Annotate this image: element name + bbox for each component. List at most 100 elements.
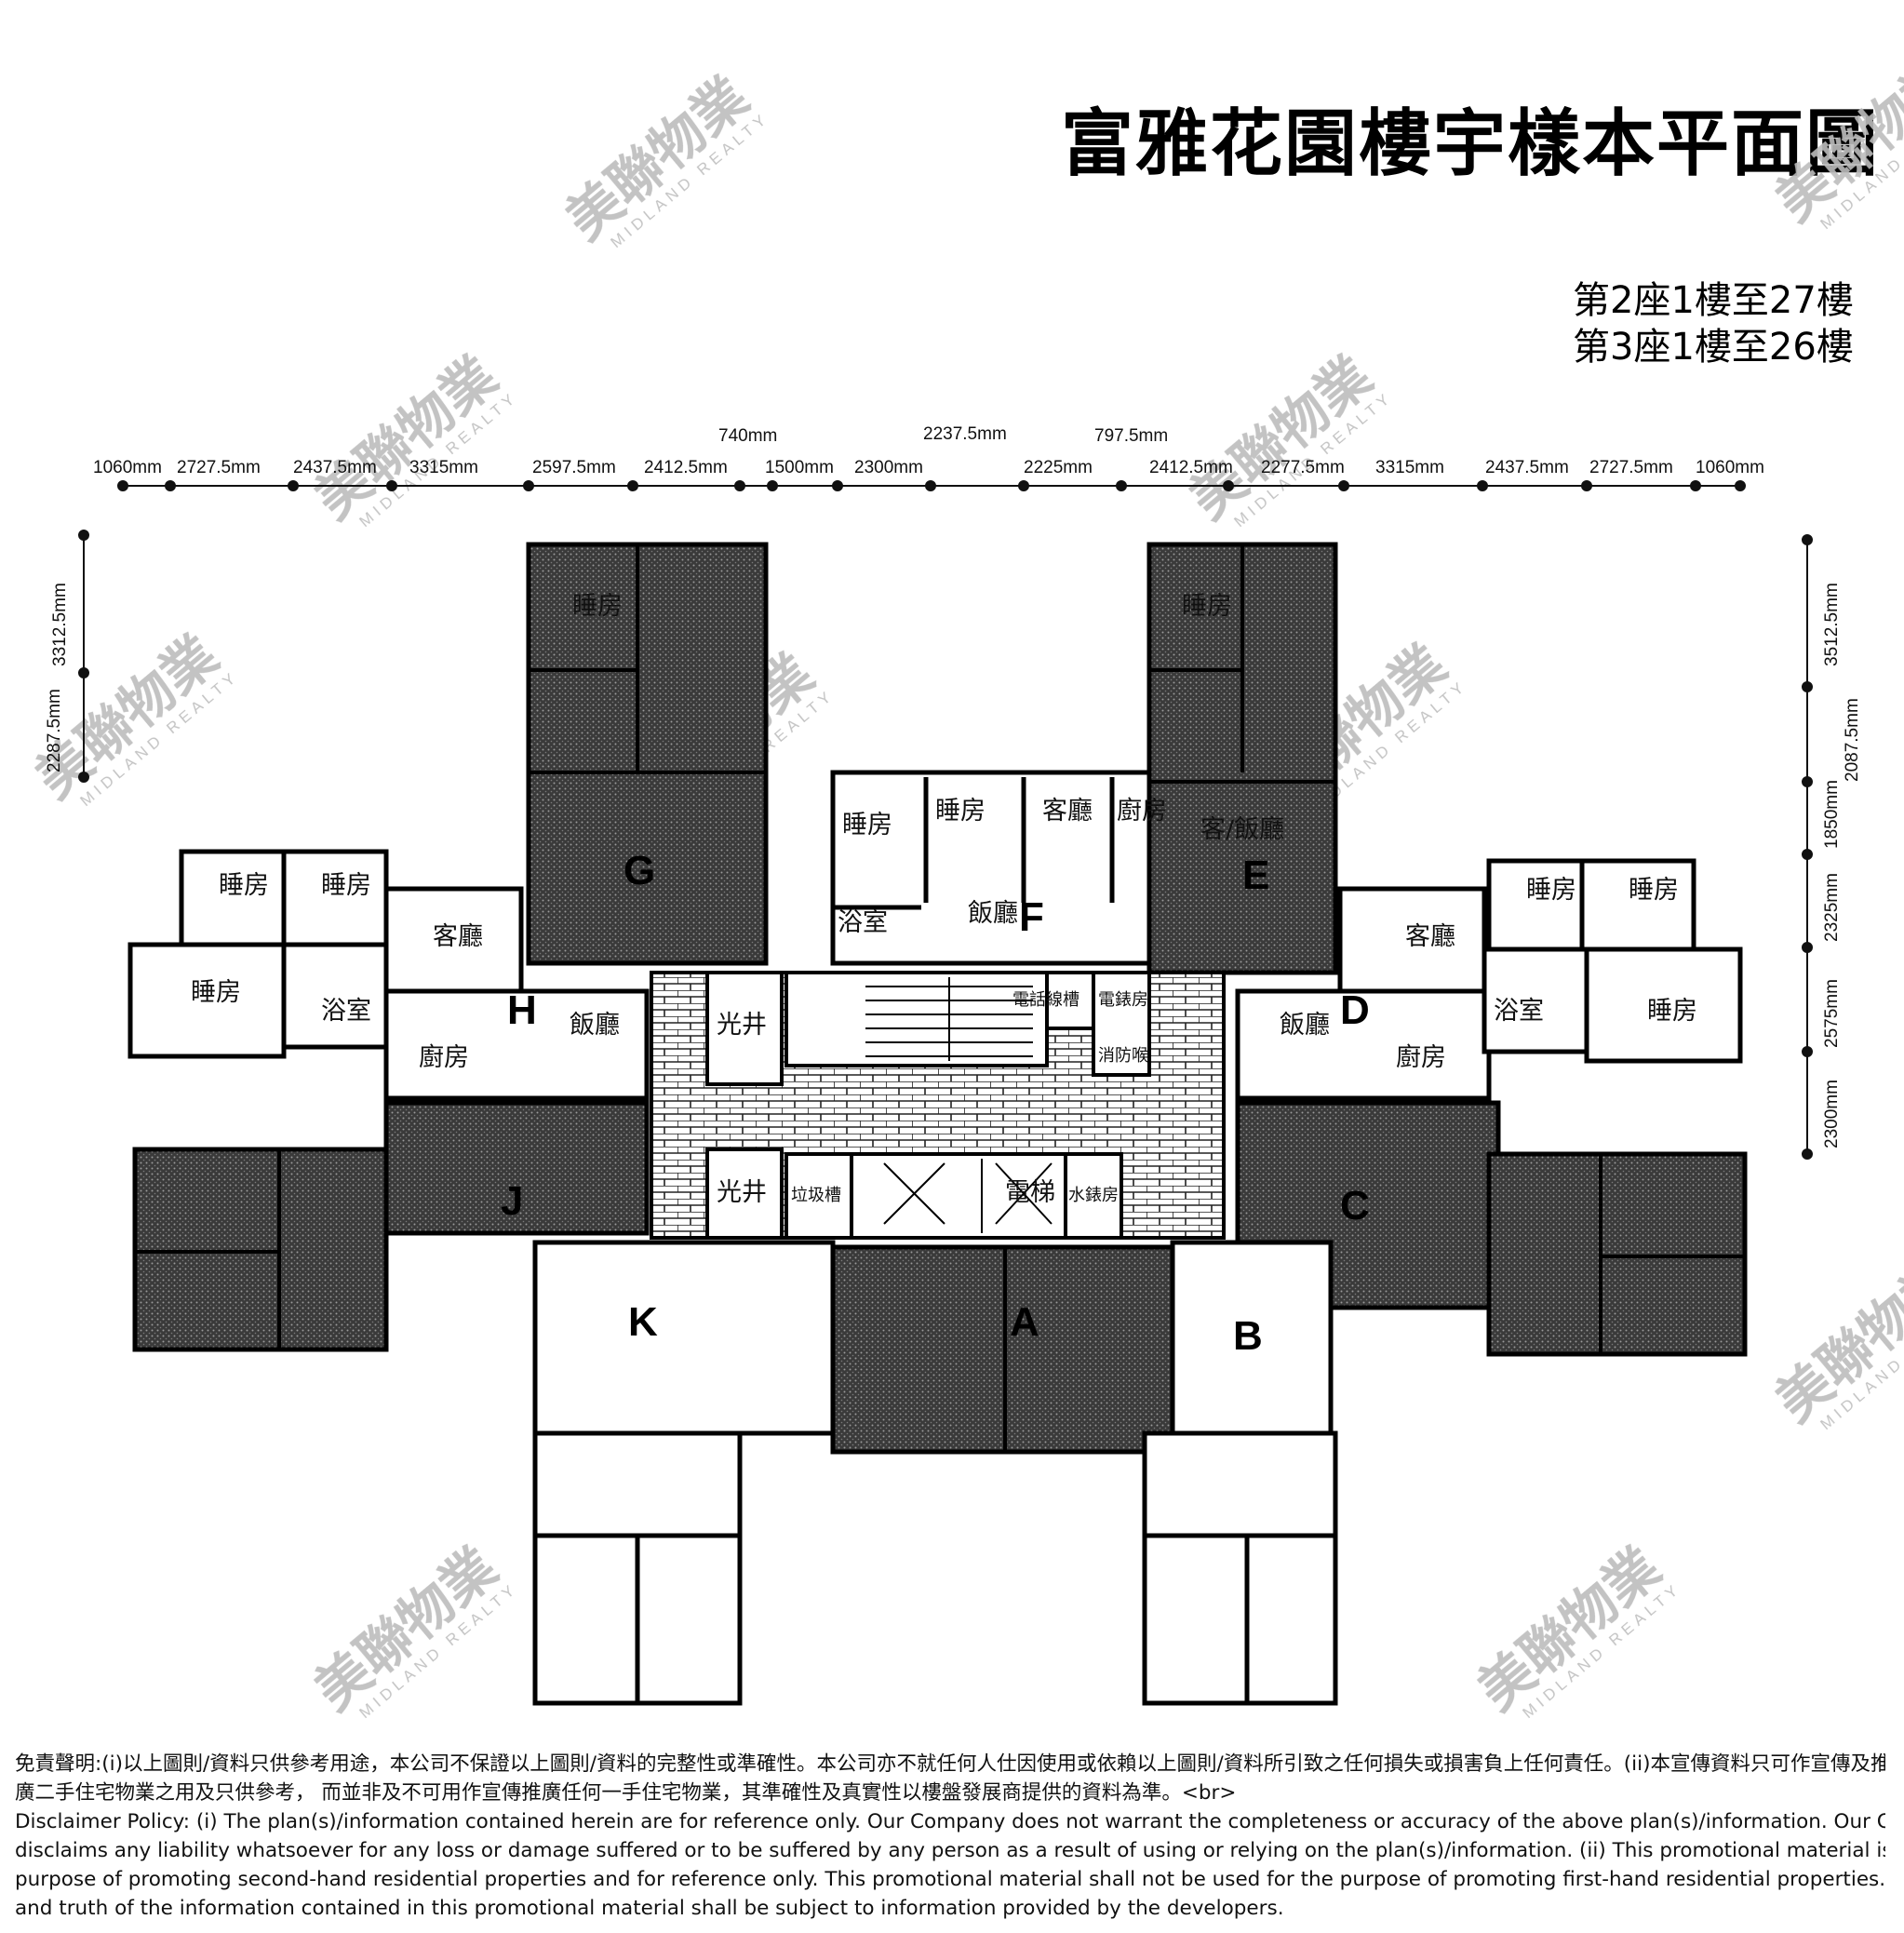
water-meter-room: [1064, 1152, 1123, 1240]
room-label: 客廳: [433, 922, 483, 951]
flat-label-A: A: [1010, 1299, 1039, 1345]
disclaimer-line: 廣二手住宅物業之用及只供參考， 而並非及不可用作宣傳推廣任何一手住宅物業，其準確…: [15, 1781, 1237, 1805]
dim-label: 1060mm: [93, 458, 162, 477]
room-label: 客廳: [1042, 797, 1093, 826]
disclaimer-line: Disclaimer Policy: (i) The plan(s)/infor…: [15, 1810, 1885, 1833]
disclaimer: 免責聲明:(i)以上圖則/資料只供參考用途，本公司不保證以上圖則/資料的完整性或…: [15, 1750, 1885, 1923]
white-units: [127, 770, 1743, 1706]
room-labels: 睡房 睡房 睡房 客廳 飯廳 廚房 浴室 睡房 睡房 客廳 廚房 飯廳 浴室 睡…: [191, 592, 1697, 1207]
dim-label: 2287.5mm: [45, 689, 64, 772]
unit-F-area: [830, 770, 1152, 966]
flat-label-B: B: [1233, 1313, 1263, 1359]
room-label: 光井: [717, 1011, 767, 1040]
dim-label: 2727.5mm: [1589, 458, 1673, 477]
dimension-right: [1802, 534, 1813, 1160]
disclaimer-line: 免責聲明:(i)以上圖則/資料只供參考用途，本公司不保證以上圖則/資料的完整性或…: [15, 1752, 1885, 1776]
dimension-top-labels: 1060mm 2727.5mm 2437.5mm 3315mm 2597.5mm…: [93, 424, 1764, 477]
unit-D-dining: [1235, 988, 1492, 1101]
dim-label: 2412.5mm: [644, 458, 728, 477]
flat-label-F: F: [1019, 894, 1044, 940]
staircase: [784, 971, 1049, 1067]
unit-J-area: [383, 1100, 650, 1236]
refuse-chute-room: [784, 1152, 853, 1240]
dim-label: 2437.5mm: [293, 458, 377, 477]
room-label: 睡房: [1182, 592, 1232, 621]
block-floors-line-1: 第2座1樓至27樓: [1573, 279, 1854, 322]
watermark: 美聯物業 MIDLAND REALTY: [1177, 343, 1396, 530]
dim-label: 2412.5mm: [1149, 458, 1233, 477]
room-label: 睡房: [219, 871, 269, 900]
dim-label: 2277.5mm: [1261, 458, 1345, 477]
flat-label-K: K: [628, 1299, 658, 1345]
dim-label: 1500mm: [765, 458, 834, 477]
room-label: 光井: [717, 1178, 767, 1207]
watermark: 美聯物業 MIDLAND REALTY: [554, 64, 772, 251]
room-label: 垃圾槽: [791, 1186, 841, 1205]
light-well-top: [705, 971, 784, 1086]
room-label: 睡房: [1647, 997, 1697, 1026]
dim-label: 1060mm: [1696, 458, 1764, 477]
room-label: 飯廳: [968, 899, 1018, 928]
watermark: 美聯物業 MIDLAND REALTY: [1763, 46, 1904, 233]
unit-A-area: [830, 1244, 1175, 1455]
watermark: 美聯物業 MIDLAND REALTY: [302, 1535, 521, 1722]
dim-label: 2087.5mm: [1843, 698, 1862, 782]
dim-label: 2225mm: [1024, 458, 1093, 477]
room-label: 睡房: [935, 797, 986, 826]
disclaimer-line: purpose of promoting second-hand residen…: [15, 1868, 1885, 1891]
dim-label: 3315mm: [1375, 458, 1444, 477]
room-label: 睡房: [191, 978, 241, 1007]
room-label: 浴室: [321, 997, 371, 1026]
plan-title: 富雅花園樓宇樣本平面圖: [1061, 101, 1881, 186]
room-label: 浴室: [838, 908, 888, 937]
room-label: 廚房: [419, 1043, 469, 1072]
floor-plan-diagram: 美聯物業 MIDLAND REALTY 美聯物業 MIDLAND REALTY …: [23, 46, 1904, 1722]
room-label: 客/飯廳: [1200, 815, 1284, 844]
dim-label: 2437.5mm: [1485, 458, 1569, 477]
room-label: 電梯: [1005, 1178, 1055, 1207]
dim-label: 2300mm: [1822, 1080, 1842, 1148]
room-label: 睡房: [1526, 876, 1576, 905]
dim-label: 3312.5mm: [50, 583, 70, 666]
dim-label: 1850mm: [1822, 780, 1842, 849]
flat-label-E: E: [1242, 852, 1269, 898]
flat-label-H: H: [507, 987, 537, 1033]
room-label: 浴室: [1494, 997, 1544, 1026]
dim-label: 2237.5mm: [923, 424, 1007, 444]
room-label: 睡房: [572, 592, 623, 621]
flat-label-G: G: [623, 848, 655, 893]
flat-label-C: C: [1340, 1183, 1370, 1228]
unit-D-living: [1337, 886, 1487, 994]
lift-shafts: [883, 1159, 1053, 1233]
room-label: 廚房: [1396, 1043, 1446, 1072]
unit-right-C-wing: [1486, 1151, 1748, 1357]
dim-label: 2727.5mm: [177, 458, 261, 477]
dim-label: 797.5mm: [1094, 426, 1168, 446]
light-well-bottom: [705, 1148, 784, 1240]
room-label: 電話線槽: [1012, 990, 1079, 1010]
internal-walls: [135, 544, 1745, 1452]
dimension-top: [117, 480, 1746, 491]
room-label: 睡房: [842, 811, 892, 839]
room-label: 水錶房: [1068, 1186, 1119, 1205]
lift-lobby: [850, 1152, 1067, 1240]
room-label: 飯廳: [570, 1011, 620, 1040]
room-label: 消防喉: [1098, 1046, 1148, 1066]
unit-left-J-wing: [132, 1147, 389, 1352]
room-label: 客廳: [1405, 922, 1455, 951]
building-core: [650, 971, 1226, 1240]
room-label: 飯廳: [1280, 1011, 1330, 1040]
room-label: 睡房: [321, 871, 371, 900]
room-label: 電錶房: [1098, 990, 1148, 1010]
unit-K-area: [532, 1240, 836, 1436]
dim-label: 2575mm: [1822, 979, 1842, 1048]
dim-label: 2325mm: [1822, 873, 1842, 942]
disclaimer-line: disclaims any liability whatsoever for a…: [15, 1839, 1885, 1862]
unit-G-area: [526, 542, 769, 966]
watermark: 美聯物業 MIDLAND REALTY: [1466, 1535, 1684, 1722]
block-floors-line-2: 第3座1樓至26樓: [1573, 326, 1854, 369]
dim-label: 740mm: [718, 426, 777, 446]
room-label: 廚房: [1117, 797, 1167, 826]
watermark: 美聯物業 MIDLAND REALTY: [302, 343, 521, 530]
dim-label: 2597.5mm: [532, 458, 616, 477]
